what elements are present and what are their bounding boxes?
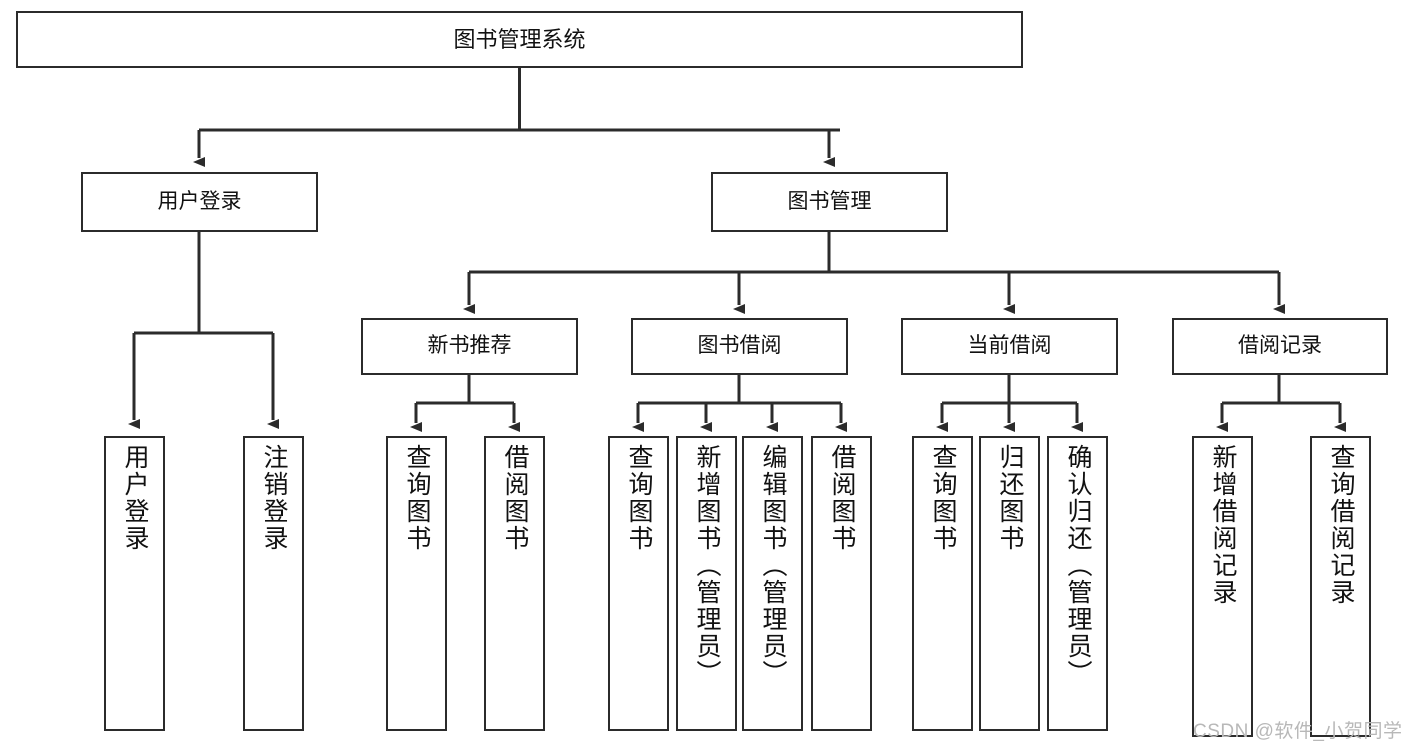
leaf-new-book-borrow-label: 借阅图书 xyxy=(501,444,529,552)
leaf-user-login-logout[interactable]: 注销登录 xyxy=(243,436,304,731)
node-book-borrow[interactable]: 图书借阅 xyxy=(631,318,848,375)
leaf-book-borrow-borrow[interactable]: 借阅图书 xyxy=(811,436,872,731)
leaf-user-login-logout-label: 注销登录 xyxy=(260,444,288,552)
node-new-book-recommend-label: 新书推荐 xyxy=(427,334,512,358)
leaf-borrow-record-query-label: 查询借阅记录 xyxy=(1327,444,1355,606)
node-root-system-label: 图书管理系统 xyxy=(453,26,586,52)
csdn-watermark: CSDN @软件_小贺同学 xyxy=(1193,721,1403,742)
leaf-borrow-record-add-label: 新增借阅记录 xyxy=(1209,444,1237,606)
node-user-login-label: 用户登录 xyxy=(157,189,242,213)
leaf-book-borrow-borrow-label: 借阅图书 xyxy=(828,444,856,552)
leaf-current-borrow-return[interactable]: 归还图书 xyxy=(979,436,1040,731)
leaf-current-borrow-query[interactable]: 查询图书 xyxy=(912,436,973,731)
leaf-book-borrow-query[interactable]: 查询图书 xyxy=(608,436,669,731)
leaf-current-borrow-query-label: 查询图书 xyxy=(929,444,957,552)
leaf-new-book-borrow[interactable]: 借阅图书 xyxy=(484,436,545,731)
node-book-management-label: 图书管理 xyxy=(787,189,872,213)
leaf-user-login-login[interactable]: 用户登录 xyxy=(104,436,165,731)
leaf-borrow-record-add[interactable]: 新增借阅记录 xyxy=(1192,436,1253,737)
node-current-borrow-label: 当前借阅 xyxy=(967,334,1052,358)
node-user-login[interactable]: 用户登录 xyxy=(81,172,318,232)
node-current-borrow[interactable]: 当前借阅 xyxy=(901,318,1118,375)
leaf-book-borrow-edit-label: 编辑图书（管理员） xyxy=(759,444,787,687)
node-borrow-record-label: 借阅记录 xyxy=(1238,334,1322,358)
leaf-book-borrow-add-label: 新增图书（管理员） xyxy=(693,444,721,687)
node-book-borrow-label: 图书借阅 xyxy=(697,334,782,358)
leaf-book-borrow-query-label: 查询图书 xyxy=(625,444,653,552)
leaf-borrow-record-query[interactable]: 查询借阅记录 xyxy=(1310,436,1371,737)
node-borrow-record[interactable]: 借阅记录 xyxy=(1172,318,1388,375)
node-root-system[interactable]: 图书管理系统 xyxy=(16,11,1023,68)
leaf-new-book-query-label: 查询图书 xyxy=(403,444,431,552)
node-new-book-recommend[interactable]: 新书推荐 xyxy=(361,318,578,375)
leaf-current-borrow-return-label: 归还图书 xyxy=(996,444,1024,552)
leaf-book-borrow-edit[interactable]: 编辑图书（管理员） xyxy=(742,436,803,731)
leaf-current-borrow-confirm[interactable]: 确认归还（管理员） xyxy=(1047,436,1108,731)
leaf-user-login-login-label: 用户登录 xyxy=(121,444,149,552)
node-book-management[interactable]: 图书管理 xyxy=(711,172,948,232)
leaf-current-borrow-confirm-label: 确认归还（管理员） xyxy=(1064,444,1092,687)
leaf-book-borrow-add[interactable]: 新增图书（管理员） xyxy=(676,436,737,731)
leaf-new-book-query[interactable]: 查询图书 xyxy=(386,436,447,731)
